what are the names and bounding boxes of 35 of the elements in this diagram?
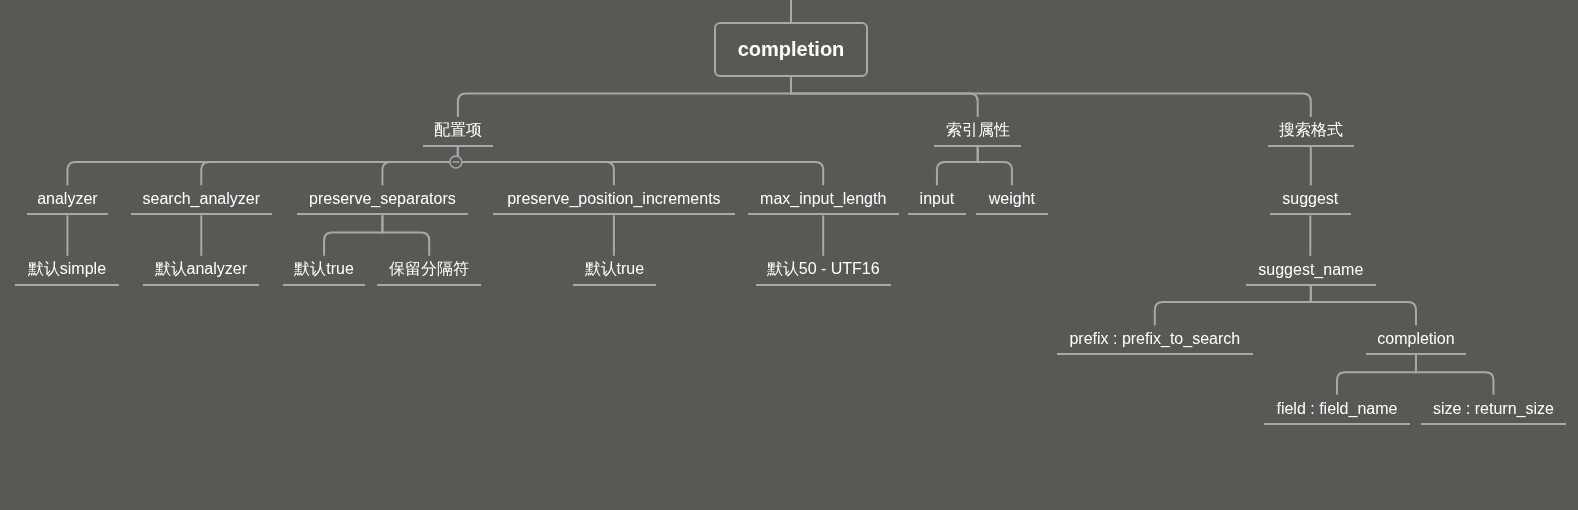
topic-label: weight <box>976 185 1048 216</box>
topic-label: 保留分隔符 <box>377 255 482 286</box>
connector <box>790 76 1312 118</box>
connector <box>1309 145 1312 187</box>
connector <box>790 0 792 24</box>
topic-label: 配置项 <box>422 116 494 147</box>
topic-label: 默认50 - UTF16 <box>755 255 891 286</box>
connector <box>1309 214 1312 257</box>
topic-label: preserve_position_increments <box>493 185 735 216</box>
topic-label: 默认simple <box>15 255 119 286</box>
topic-label: suggest_name <box>1245 255 1376 286</box>
topic-label: analyzer <box>27 185 108 216</box>
topic-label: input <box>907 185 967 216</box>
topic-label: 默认true <box>282 255 366 286</box>
topic-label: 索引属性 <box>933 116 1022 147</box>
connector <box>381 214 431 257</box>
topic-label: 默认analyzer <box>142 255 259 286</box>
topic-label: preserve_separators <box>296 185 468 216</box>
connector <box>1414 354 1495 396</box>
topic-label: field : field_name <box>1264 394 1410 425</box>
topic-label: 搜索格式 <box>1268 116 1354 147</box>
connector <box>822 214 825 257</box>
connector <box>1309 284 1417 327</box>
connector <box>612 214 615 257</box>
connector <box>200 214 203 257</box>
connector <box>976 145 1013 187</box>
topic-label: suggest <box>1270 185 1351 216</box>
topic-label: 默认true <box>572 255 657 286</box>
topic-label: prefix : prefix_to_search <box>1056 325 1253 356</box>
root-topic-box: completion <box>713 22 869 78</box>
topic-label: search_analyzer <box>130 185 272 216</box>
topic-label: max_input_length <box>747 185 899 216</box>
topic-label: size : return_size <box>1421 394 1566 425</box>
connector <box>66 214 69 257</box>
topic-label: completion <box>1365 325 1467 356</box>
